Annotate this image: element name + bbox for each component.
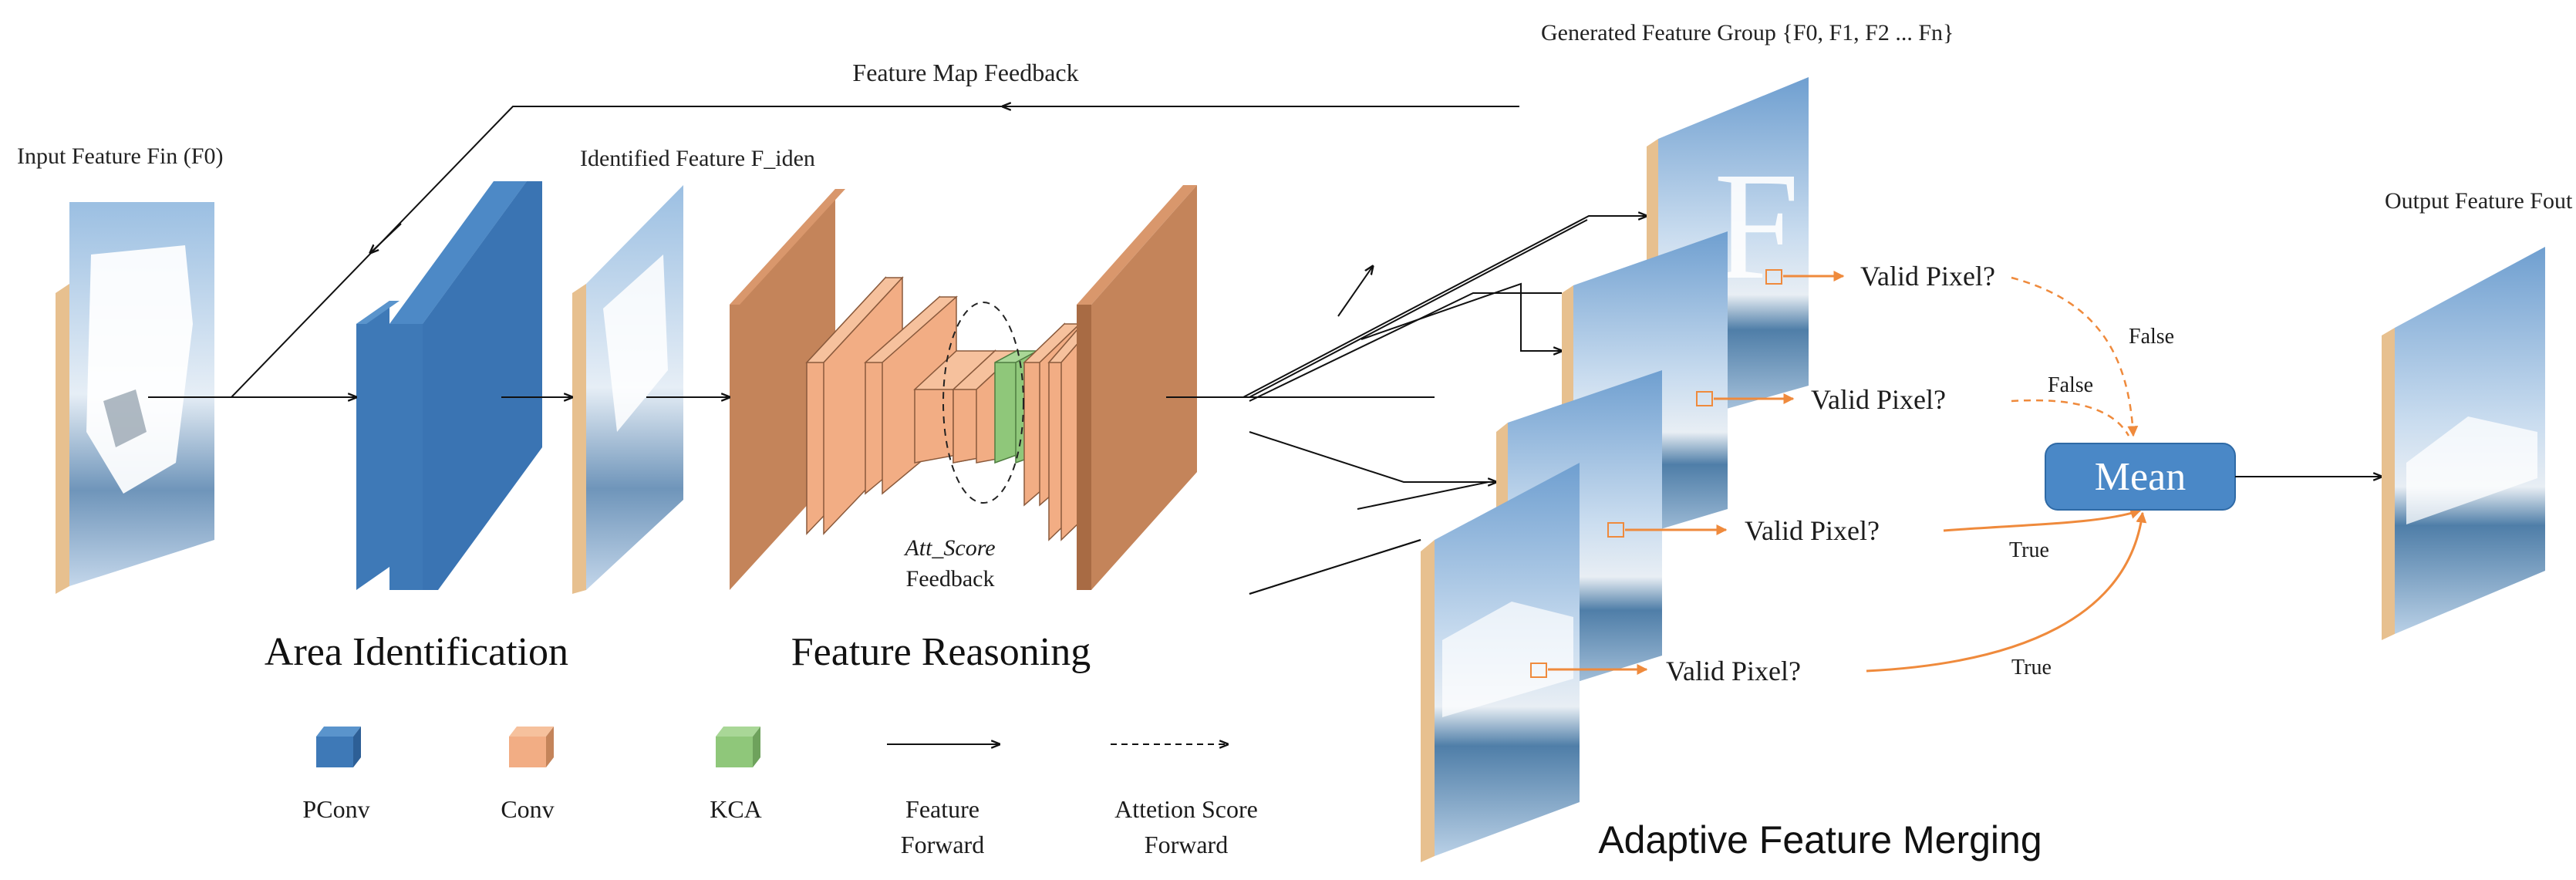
attention-score-ellipse bbox=[942, 302, 1024, 504]
legend-kca-swatch bbox=[716, 727, 760, 767]
false-curve-2 bbox=[2011, 399, 2130, 437]
fanout-line-d bbox=[1249, 539, 1421, 595]
legend-feature-forward-label-2: Forward bbox=[901, 831, 984, 858]
conv-block-large-right bbox=[1077, 185, 1197, 590]
input-feature-label: Input Feature Fin (F0) bbox=[17, 143, 223, 169]
generated-group-label: Generated Feature Group {F0, F1, F2 ... … bbox=[1541, 20, 1954, 46]
sample-pixel-2 bbox=[1696, 391, 1713, 406]
legend-attention-label-1: Attetion Score bbox=[1114, 795, 1258, 823]
valid-pixel-label-2: Valid Pixel? bbox=[1811, 384, 1946, 415]
valid-pixel-label-3: Valid Pixel? bbox=[1745, 515, 1880, 546]
legend-feature-forward-label-1: Feature bbox=[905, 795, 979, 823]
fanout-line-b bbox=[1249, 292, 1562, 402]
legend-pconv-swatch bbox=[316, 727, 361, 767]
true-curve-2 bbox=[1866, 511, 2147, 673]
pconv-block-main bbox=[423, 181, 542, 590]
pconv-block-back bbox=[389, 181, 527, 590]
true-curve-1 bbox=[1943, 508, 2142, 532]
fanout-line-c bbox=[1249, 431, 1496, 483]
legend-conv-label: Conv bbox=[501, 795, 554, 823]
output-feature-label: Output Feature Fout bbox=[2385, 188, 2573, 214]
valid-pixel-label-4: Valid Pixel? bbox=[1666, 656, 1801, 686]
fanout-line-1 bbox=[1242, 216, 1647, 398]
sample-pixel-1 bbox=[1765, 269, 1782, 285]
output-feature-image bbox=[2382, 247, 2545, 640]
false-curve-1 bbox=[2011, 276, 2139, 437]
stage-adaptive-merging: Adaptive Feature Merging bbox=[1598, 818, 2042, 861]
true-label-2: True bbox=[2011, 656, 2052, 679]
pconv-block-front bbox=[356, 301, 400, 590]
svg-text:F: F bbox=[1714, 141, 1799, 312]
legend-attention-label-2: Forward bbox=[1145, 831, 1228, 858]
mean-label: Mean bbox=[2095, 455, 2186, 499]
stage-area-identification: Area Identification bbox=[265, 630, 568, 674]
stage-feature-reasoning: Feature Reasoning bbox=[791, 630, 1091, 674]
false-label-2: False bbox=[2048, 373, 2093, 397]
input-feature-image bbox=[56, 202, 214, 594]
fanout-arrow-mid-1 bbox=[1337, 266, 1373, 317]
fanout-line-3 bbox=[1357, 482, 1496, 510]
legend-kca-label: KCA bbox=[710, 795, 762, 823]
legend-pconv-label: PConv bbox=[302, 795, 369, 823]
att-score-label: Att_Score bbox=[903, 535, 995, 561]
feedback-arrow-head-diag bbox=[370, 223, 402, 253]
legend-conv-swatch bbox=[509, 727, 554, 767]
fanout-line-2 bbox=[1360, 282, 1562, 351]
sample-pixel-3 bbox=[1607, 522, 1624, 538]
att-feedback-label: Feedback bbox=[906, 566, 995, 592]
identified-feature-image bbox=[572, 185, 683, 594]
valid-pixel-label-1: Valid Pixel? bbox=[1860, 261, 1995, 292]
true-label-1: True bbox=[2009, 538, 2049, 562]
feature-map-feedback-line bbox=[231, 106, 1519, 398]
fanout-line-main bbox=[1249, 219, 1588, 398]
identified-feature-label: Identified Feature F_iden bbox=[580, 146, 815, 171]
generated-feature-4 bbox=[1421, 463, 1580, 862]
feature-map-feedback-label: Feature Map Feedback bbox=[852, 59, 1078, 86]
sample-pixel-4 bbox=[1530, 663, 1547, 678]
false-label-1: False bbox=[2129, 325, 2174, 349]
